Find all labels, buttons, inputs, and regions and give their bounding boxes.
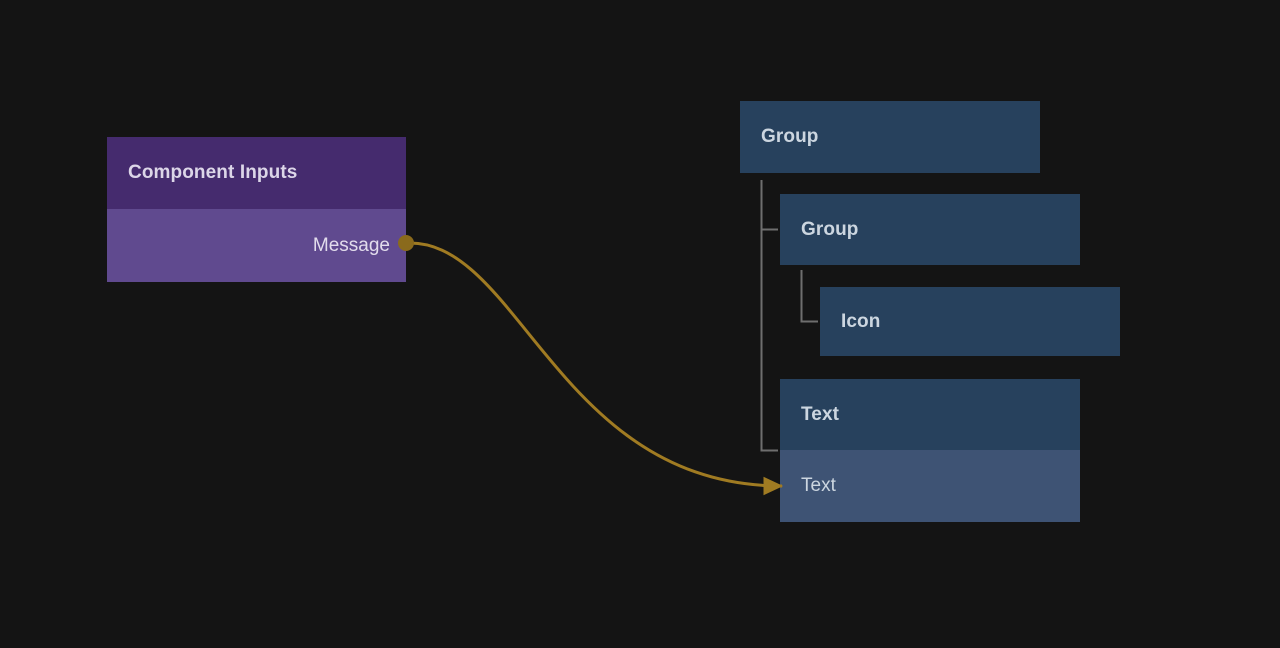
- node-icon[interactable]: Icon: [820, 287, 1120, 356]
- port-label-message: Message: [312, 234, 390, 256]
- edge-message-to-text[interactable]: [409, 241, 784, 496]
- node-icon-title: Icon: [820, 287, 1120, 356]
- node-component-inputs-title: Component Inputs: [107, 137, 406, 209]
- node-text-row-text[interactable]: Text: [780, 450, 1080, 522]
- node-text-row-label: Text: [801, 475, 836, 496]
- tree-connector-group-child-to-icon: [800, 270, 818, 323]
- node-group-child[interactable]: Group: [780, 194, 1080, 265]
- node-group-child-title: Group: [780, 194, 1080, 265]
- node-text-title: Text: [780, 379, 1080, 450]
- node-group-root[interactable]: Group: [740, 101, 1040, 173]
- node-component-inputs[interactable]: Component Inputs Message: [107, 137, 406, 282]
- node-group-root-title: Group: [740, 101, 1040, 173]
- node-component-inputs-port-message[interactable]: Message: [107, 209, 406, 282]
- node-text[interactable]: Text Text: [780, 379, 1080, 522]
- tree-connector-root-trunk: [760, 180, 778, 452]
